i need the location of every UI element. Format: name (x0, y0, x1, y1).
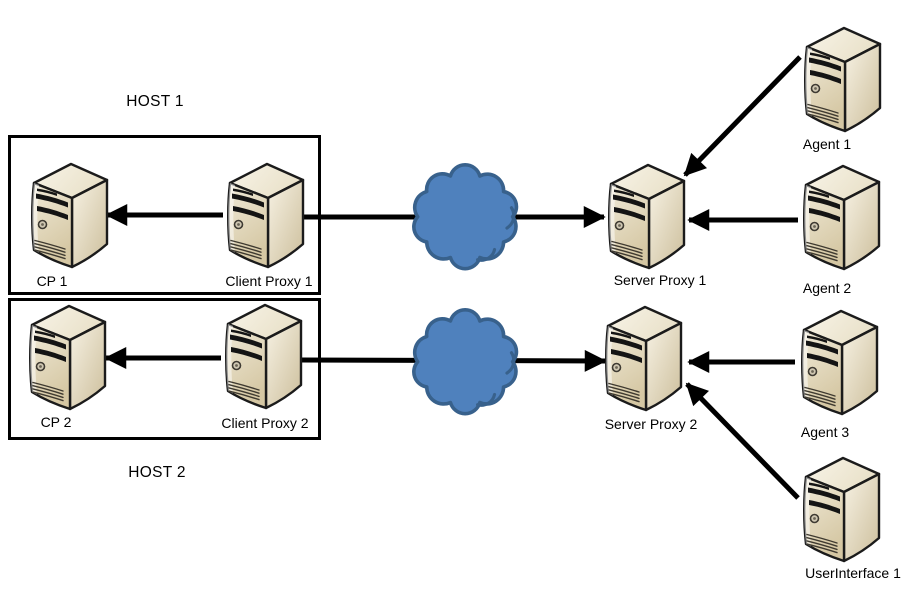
agent-2-label: Agent 2 (802, 280, 852, 296)
agent-1-label: Agent 1 (802, 136, 852, 152)
host-2-label: HOST 2 (128, 464, 186, 481)
client-proxy-2-label: Client Proxy 2 (221, 415, 309, 431)
host-1-box (8, 135, 321, 295)
agent-3-server-icon (801, 309, 879, 416)
network-cloud-1 (412, 163, 519, 271)
client-proxy-1-server-icon (226, 162, 305, 269)
user-interface-1-label: UserInterface 1 (805, 565, 901, 581)
client-proxy-1-label: Client Proxy 1 (225, 273, 313, 289)
network-cloud-2 (412, 308, 519, 416)
agent-1-server-icon (804, 26, 882, 133)
server-proxy-1-label: Server Proxy 1 (613, 272, 707, 288)
host-1-label: HOST 1 (126, 93, 184, 110)
agent-2-server-icon (803, 164, 881, 271)
cp-2-server-icon (29, 304, 107, 411)
user-interface-1-server-icon (803, 456, 881, 563)
edge-agent1-to-serverproxy1 (683, 55, 802, 177)
cp-2-label: CP 2 (40, 414, 72, 430)
client-proxy-2-server-icon (224, 303, 303, 410)
edge-userinterface1-to-serverproxy2 (685, 382, 800, 500)
host-2-box (8, 298, 321, 440)
cp-1-label: CP 1 (36, 273, 68, 289)
server-proxy-2-label: Server Proxy 2 (604, 416, 698, 432)
server-proxy-2-server-icon (605, 305, 683, 412)
server-proxy-1-server-icon (608, 163, 686, 270)
cp-1-server-icon (31, 162, 109, 269)
agent-3-label: Agent 3 (800, 424, 850, 440)
